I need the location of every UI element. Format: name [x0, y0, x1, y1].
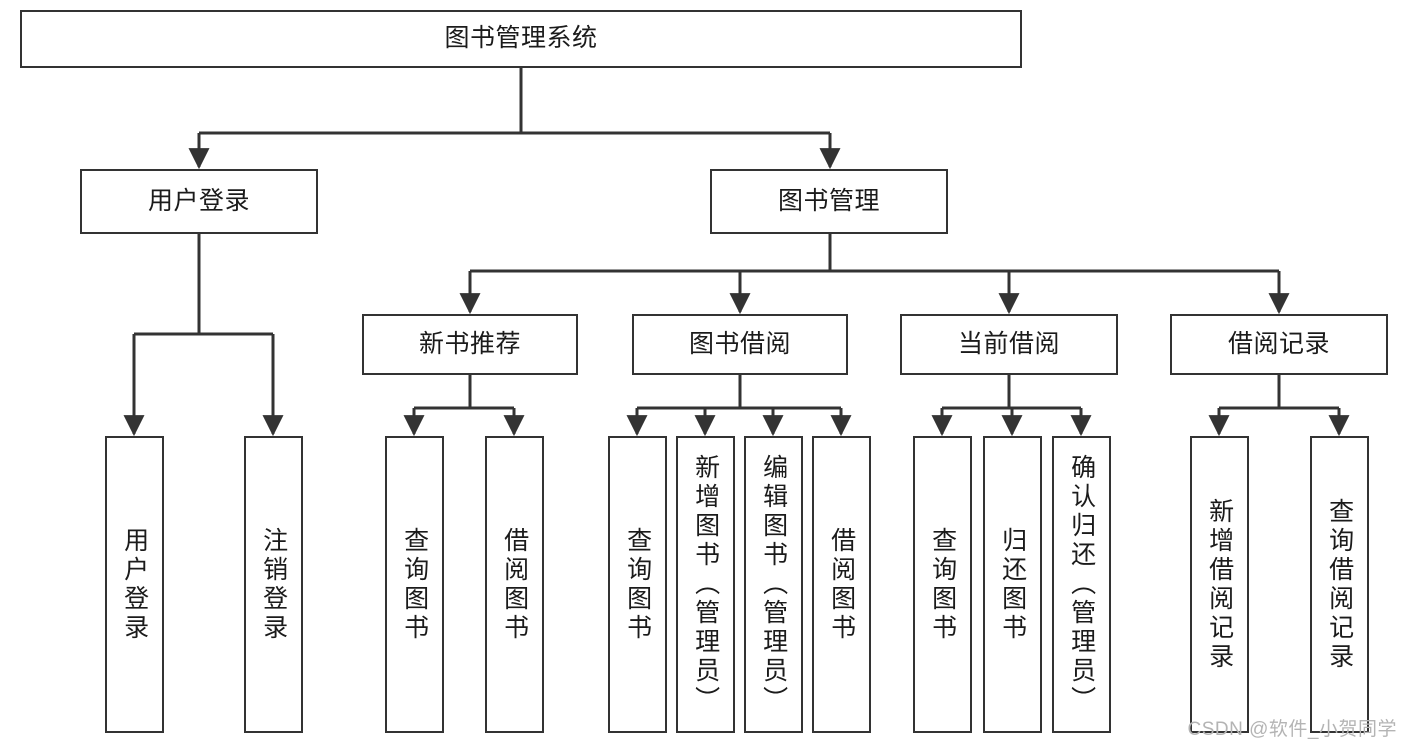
leaf-query-borrow-record-label: 查询借阅记录 [1325, 497, 1354, 672]
leaf-borrow-book-new-label: 借阅图书 [500, 526, 529, 643]
node-book-borrow[interactable]: 图书借阅 [632, 314, 848, 375]
leaf-add-borrow-record[interactable]: 新增借阅记录 [1190, 436, 1249, 733]
node-root[interactable]: 图书管理系统 [20, 10, 1022, 68]
node-new-book-recommend-label: 新书推荐 [418, 329, 521, 358]
leaf-borrow-book[interactable]: 借阅图书 [812, 436, 871, 733]
node-user-login[interactable]: 用户登录 [80, 169, 318, 234]
node-current-borrow[interactable]: 当前借阅 [900, 314, 1118, 375]
node-book-management[interactable]: 图书管理 [710, 169, 948, 234]
leaf-edit-book-admin-label: 编辑图书（管理员） [759, 454, 788, 715]
leaf-query-book-current-label: 查询图书 [928, 526, 957, 643]
node-book-management-label: 图书管理 [777, 186, 880, 215]
leaf-query-book-new[interactable]: 查询图书 [385, 436, 444, 733]
leaf-query-book-new-label: 查询图书 [400, 526, 429, 643]
node-current-borrow-label: 当前借阅 [957, 329, 1060, 358]
leaf-add-book-admin-label: 新增图书（管理员） [691, 454, 720, 715]
leaf-edit-book-admin[interactable]: 编辑图书（管理员） [744, 436, 803, 733]
node-borrow-record[interactable]: 借阅记录 [1170, 314, 1388, 375]
leaf-add-borrow-record-label: 新增借阅记录 [1205, 497, 1234, 672]
leaf-query-borrow-record[interactable]: 查询借阅记录 [1310, 436, 1369, 733]
node-new-book-recommend[interactable]: 新书推荐 [362, 314, 578, 375]
leaf-borrow-book-new[interactable]: 借阅图书 [485, 436, 544, 733]
leaf-confirm-return-admin-label: 确认归还（管理员） [1067, 454, 1096, 715]
node-root-label: 图书管理系统 [444, 24, 598, 53]
leaf-user-login-label: 用户登录 [120, 526, 149, 643]
node-borrow-record-label: 借阅记录 [1227, 329, 1330, 358]
leaf-user-logout[interactable]: 注销登录 [244, 436, 303, 733]
node-user-login-label: 用户登录 [147, 186, 250, 215]
leaf-query-book-current[interactable]: 查询图书 [913, 436, 972, 733]
leaf-return-book[interactable]: 归还图书 [983, 436, 1042, 733]
leaf-confirm-return-admin[interactable]: 确认归还（管理员） [1052, 436, 1111, 733]
leaf-user-login[interactable]: 用户登录 [105, 436, 164, 733]
leaf-user-logout-label: 注销登录 [259, 526, 288, 643]
leaf-query-book-borrow-label: 查询图书 [623, 526, 652, 643]
leaf-return-book-label: 归还图书 [998, 526, 1027, 643]
leaf-add-book-admin[interactable]: 新增图书（管理员） [676, 436, 735, 733]
leaf-borrow-book-label: 借阅图书 [827, 526, 856, 643]
node-book-borrow-label: 图书借阅 [688, 329, 791, 358]
leaf-query-book-borrow[interactable]: 查询图书 [608, 436, 667, 733]
